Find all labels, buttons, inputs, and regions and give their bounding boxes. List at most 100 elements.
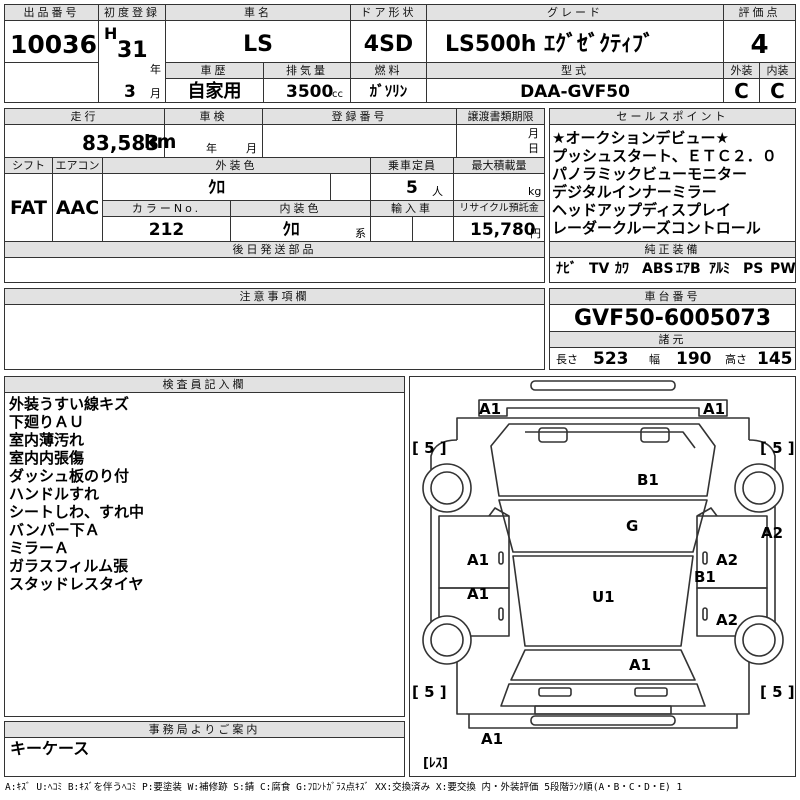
mark-windshield: G [626, 517, 639, 535]
divider [456, 109, 457, 157]
chassis-header: 車台番号 [550, 289, 795, 304]
equipment-alloy: ｱﾙﾐ [709, 261, 730, 277]
inspector-note: ハンドルすれ [9, 485, 100, 503]
mark-rear-bumper: A1 [481, 730, 504, 748]
fuel-header: 燃料 [351, 63, 426, 78]
interior-score: C [770, 79, 785, 103]
divider [5, 62, 98, 63]
divider [165, 78, 795, 79]
divider [5, 241, 544, 242]
sales-point-line: ★オークションデビュー★ [552, 129, 729, 147]
lot-number: 10036 [10, 30, 97, 59]
displacement-header: 排気量 [264, 63, 350, 78]
specs-header: 諸元 [550, 332, 795, 347]
divider [98, 5, 99, 103]
divider [550, 331, 795, 332]
equipment-leather: ｶﾜ [615, 261, 629, 277]
month-unit: 月 [150, 87, 161, 100]
inspector-note: ガラスフィルム張 [9, 557, 129, 575]
displacement: 3500 [286, 82, 334, 102]
inspector-note: シートしわ、すれ中 [9, 503, 145, 521]
inspector-note: バンパー下Ａ [9, 521, 100, 539]
mark-left-rear-door: A1 [467, 585, 490, 603]
mark-right-front-door: A2 [716, 551, 739, 569]
capacity-unit: 人 [432, 185, 443, 198]
inspector-note: ダッシュ板のり付 [9, 467, 130, 485]
divider [550, 347, 795, 348]
interior-color: ｸﾛ [282, 220, 300, 240]
sales-point-line: ヘッドアップディスプレイ [552, 201, 731, 219]
divider [5, 173, 544, 174]
divider [102, 158, 103, 241]
transfer-day-unit: 日 [528, 142, 539, 155]
fuel: ｶﾞｿﾘﾝ [369, 82, 408, 100]
divider [412, 200, 413, 241]
inspector-notes-list: 外装うすい線キズ 下廻りＡＵ 室内薄汚れ 室内内張傷 ダッシュ板のり付 ハンドル… [9, 395, 399, 593]
office-text: キーケース [10, 739, 90, 758]
score-header: 評価点 [724, 5, 795, 20]
divider [5, 737, 404, 738]
inspector-note: ミラーＡ [9, 539, 70, 557]
exterior-header: 外装 [724, 63, 759, 78]
regno-header: 登録番号 [263, 109, 456, 124]
model: DAA-GVF50 [520, 82, 630, 102]
mark-front-left: A1 [479, 400, 502, 418]
later-parts-header: 後日発送部品 [5, 242, 544, 257]
import-header: 輸入車 [371, 201, 453, 216]
mileage-unit: km [144, 131, 177, 153]
mark-front-right: A1 [703, 400, 726, 418]
colorno-header: カラーNo. [103, 201, 230, 216]
score: 4 [750, 30, 769, 60]
divider [52, 158, 53, 241]
aircon: AAC [55, 197, 100, 219]
divider [5, 257, 544, 258]
interior-color-unit: 系 [355, 227, 366, 240]
load-header: 最大積載量 [454, 158, 544, 173]
inspector-header: 検査員記入欄 [5, 377, 404, 392]
capacity: 5 [406, 178, 418, 198]
divider [5, 20, 795, 21]
color-header: 外装色 [103, 158, 370, 173]
transfer-header: 譲渡書類期限 [457, 109, 544, 124]
tire-front-left: [ 5 ] [412, 439, 447, 457]
reg-year: 31 [117, 38, 148, 63]
intcolor-header: 内装色 [231, 201, 370, 216]
height-label: 高さ [725, 353, 747, 366]
recycle-header: リサイクル預託金 [454, 201, 544, 216]
equipment-tv: TV [589, 261, 610, 277]
sales-points-list: ★オークションデビュー★ プッシュスタート、ＥＴＣ２．０ パノラミックビューモニ… [552, 129, 795, 237]
era-letter: H [104, 24, 118, 43]
grade: LS500h ｴｸﾞｾﾞｸﾃｨﾌﾞ [445, 32, 655, 57]
inspector-panel [4, 376, 405, 717]
sales-point-line: デジタルインナーミラー [552, 183, 717, 201]
history-header: 車歴 [166, 63, 263, 78]
recycle-fee: 15,780 [470, 220, 536, 240]
capacity-header: 乗車定員 [371, 158, 453, 173]
divider [102, 216, 544, 217]
interior-header: 内装 [760, 63, 795, 78]
car-diagram [422, 380, 784, 729]
lot-header: 出品番号 [5, 5, 98, 20]
door-header: ドア形状 [351, 5, 426, 20]
notes-header: 注意事項欄 [5, 289, 544, 304]
recycle-unit: 円 [530, 227, 541, 240]
sales-point-line: パノラミックビューモニター [552, 165, 748, 183]
tire-front-right: [ 5 ] [760, 439, 795, 457]
shift-header: シフト [5, 158, 52, 173]
displacement-unit: cc [332, 89, 343, 100]
width-label: 幅 [649, 353, 660, 366]
legend: A:ｷｽﾞ U:ﾍｺﾐ B:ｷｽﾞを伴うﾍｺﾐ P:要塗装 W:補修跡 S:錆 … [5, 782, 683, 793]
inspector-note: スタッドレスタイヤ [9, 575, 144, 593]
first-reg-header: 初度登録 [99, 5, 165, 20]
model-header: 型式 [427, 63, 723, 78]
mark-right-pillar: B1 [694, 568, 716, 586]
divider [550, 241, 795, 242]
divider [230, 200, 231, 241]
car-name-header: 車名 [166, 5, 350, 20]
inspector-note: 下廻りＡＵ [9, 413, 85, 431]
equipment-pw: PW [770, 261, 796, 277]
inspector-note: 室内内張傷 [9, 449, 85, 467]
mark-trunk: A1 [629, 656, 652, 674]
load-unit: kg [528, 185, 542, 198]
height-value: 145 [757, 349, 793, 369]
